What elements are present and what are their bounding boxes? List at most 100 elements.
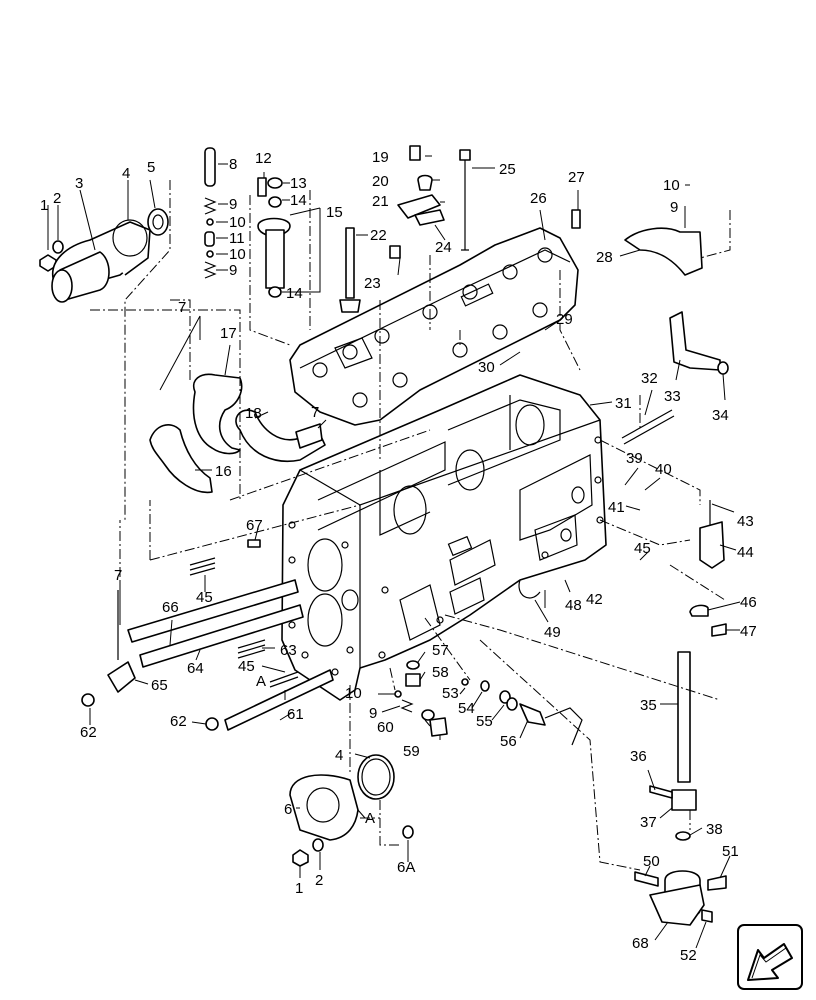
switch-hardware — [394, 660, 583, 746]
callout-label: 32 — [641, 370, 658, 387]
callout-label: 23 — [364, 275, 381, 292]
callout-label: 50 — [643, 853, 660, 870]
callout-label: 7 — [311, 404, 319, 421]
callout-label: 40 — [655, 461, 672, 478]
callout-label: 54 — [458, 700, 475, 717]
callout-label: 55 — [476, 713, 493, 730]
assembly-lines — [90, 180, 731, 871]
callout-labels: 1 2 3 4 5 8 9 10 11 10 9 12 13 14 15 22 … — [40, 149, 757, 964]
callout-label: 15 — [326, 204, 343, 221]
callout-label: 37 — [640, 814, 657, 831]
callout-label: 41 — [608, 499, 625, 516]
callout-label: 62 — [170, 713, 187, 730]
callout-label: 29 — [556, 311, 573, 328]
callout-label: 5 — [147, 159, 155, 176]
callout-label: 2 — [53, 190, 61, 207]
callout-label: 45 — [238, 658, 255, 675]
callout-label: 56 — [500, 733, 517, 750]
callout-label: 2 — [315, 872, 323, 889]
callout-label: 6 — [284, 801, 292, 818]
callout-label: 24 — [435, 239, 452, 256]
callout-label: 46 — [740, 594, 757, 611]
callout-label: 57 — [432, 642, 449, 659]
leader-lines — [47, 155, 741, 949]
callout-label: 63 — [280, 642, 297, 659]
callout-label: 58 — [432, 664, 449, 681]
callout-label: 30 — [478, 359, 495, 376]
shift-rails — [81, 539, 334, 731]
callout-label: 60 — [377, 719, 394, 736]
callout-label: 45 — [196, 589, 213, 606]
callout-label: 49 — [544, 624, 561, 641]
callout-label: 14 — [290, 192, 307, 209]
callout-label: 53 — [442, 685, 459, 702]
callout-label: 42 — [586, 591, 603, 608]
callout-label: 7 — [178, 299, 186, 316]
callout-label: 45 — [634, 540, 651, 557]
callout-label: 64 — [187, 660, 204, 677]
callout-label: 4 — [122, 165, 130, 182]
callout-label: 12 — [255, 150, 272, 167]
callout-label: 68 — [632, 935, 649, 952]
callout-label: 28 — [596, 249, 613, 266]
callout-label: 20 — [372, 173, 389, 190]
callout-label: 19 — [372, 149, 389, 166]
callout-label: 39 — [626, 450, 643, 467]
callout-label: 33 — [664, 388, 681, 405]
callout-label: 17 — [220, 325, 237, 342]
callout-label: 13 — [290, 175, 307, 192]
callout-label: 38 — [706, 821, 723, 838]
callout-label: 10 — [229, 246, 246, 263]
callout-label: 1 — [40, 197, 48, 214]
callout-label: 27 — [568, 169, 585, 186]
callout-label: 62 — [80, 724, 97, 741]
callout-label: A — [365, 810, 375, 827]
cover-hardware — [389, 145, 581, 259]
callout-label: 61 — [287, 706, 304, 723]
rear-cover-assembly — [289, 754, 414, 867]
callout-label: 44 — [737, 544, 754, 561]
callout-label: 22 — [370, 227, 387, 244]
callout-label: 10 — [345, 685, 362, 702]
callout-label: 14 — [286, 285, 303, 302]
callout-label: 9 — [229, 196, 237, 213]
callout-label: 9 — [229, 262, 237, 279]
callout-label: 35 — [640, 697, 657, 714]
callout-label: 26 — [530, 190, 547, 207]
callout-label: 18 — [245, 405, 262, 422]
callout-label: 4 — [335, 747, 343, 764]
callout-label: 6A — [397, 859, 415, 876]
orientation-arrow — [737, 924, 803, 990]
callout-label: 48 — [565, 597, 582, 614]
callout-label: 25 — [499, 161, 516, 178]
lower-shaft-assembly — [634, 651, 727, 926]
callout-label: 11 — [229, 230, 245, 247]
callout-label: 9 — [369, 705, 377, 722]
transmission-housing — [281, 227, 607, 701]
callout-label: 8 — [229, 156, 237, 173]
input-housing-assembly — [39, 208, 169, 303]
callout-label: 59 — [403, 743, 420, 760]
callout-label: 51 — [722, 843, 739, 860]
callout-label: 52 — [680, 947, 697, 964]
valve-stack-parts — [203, 147, 361, 313]
callout-label: 31 — [615, 395, 632, 412]
callout-label: 7 — [114, 567, 122, 584]
callout-label: 9 — [670, 199, 678, 216]
callout-label: 47 — [740, 623, 757, 640]
callout-label: 1 — [295, 880, 303, 897]
callout-label: 21 — [372, 193, 389, 210]
callout-label: 66 — [162, 599, 179, 616]
callout-label: 34 — [712, 407, 729, 424]
callout-label: 3 — [75, 175, 83, 192]
callout-label: 67 — [246, 517, 263, 534]
callout-label: 43 — [737, 513, 754, 530]
callout-label: 36 — [630, 748, 647, 765]
callout-label: 10 — [663, 177, 680, 194]
callout-label: 65 — [151, 677, 168, 694]
callout-label: 10 — [229, 214, 246, 231]
callout-label: A — [256, 673, 266, 690]
callout-label: 16 — [215, 463, 232, 480]
